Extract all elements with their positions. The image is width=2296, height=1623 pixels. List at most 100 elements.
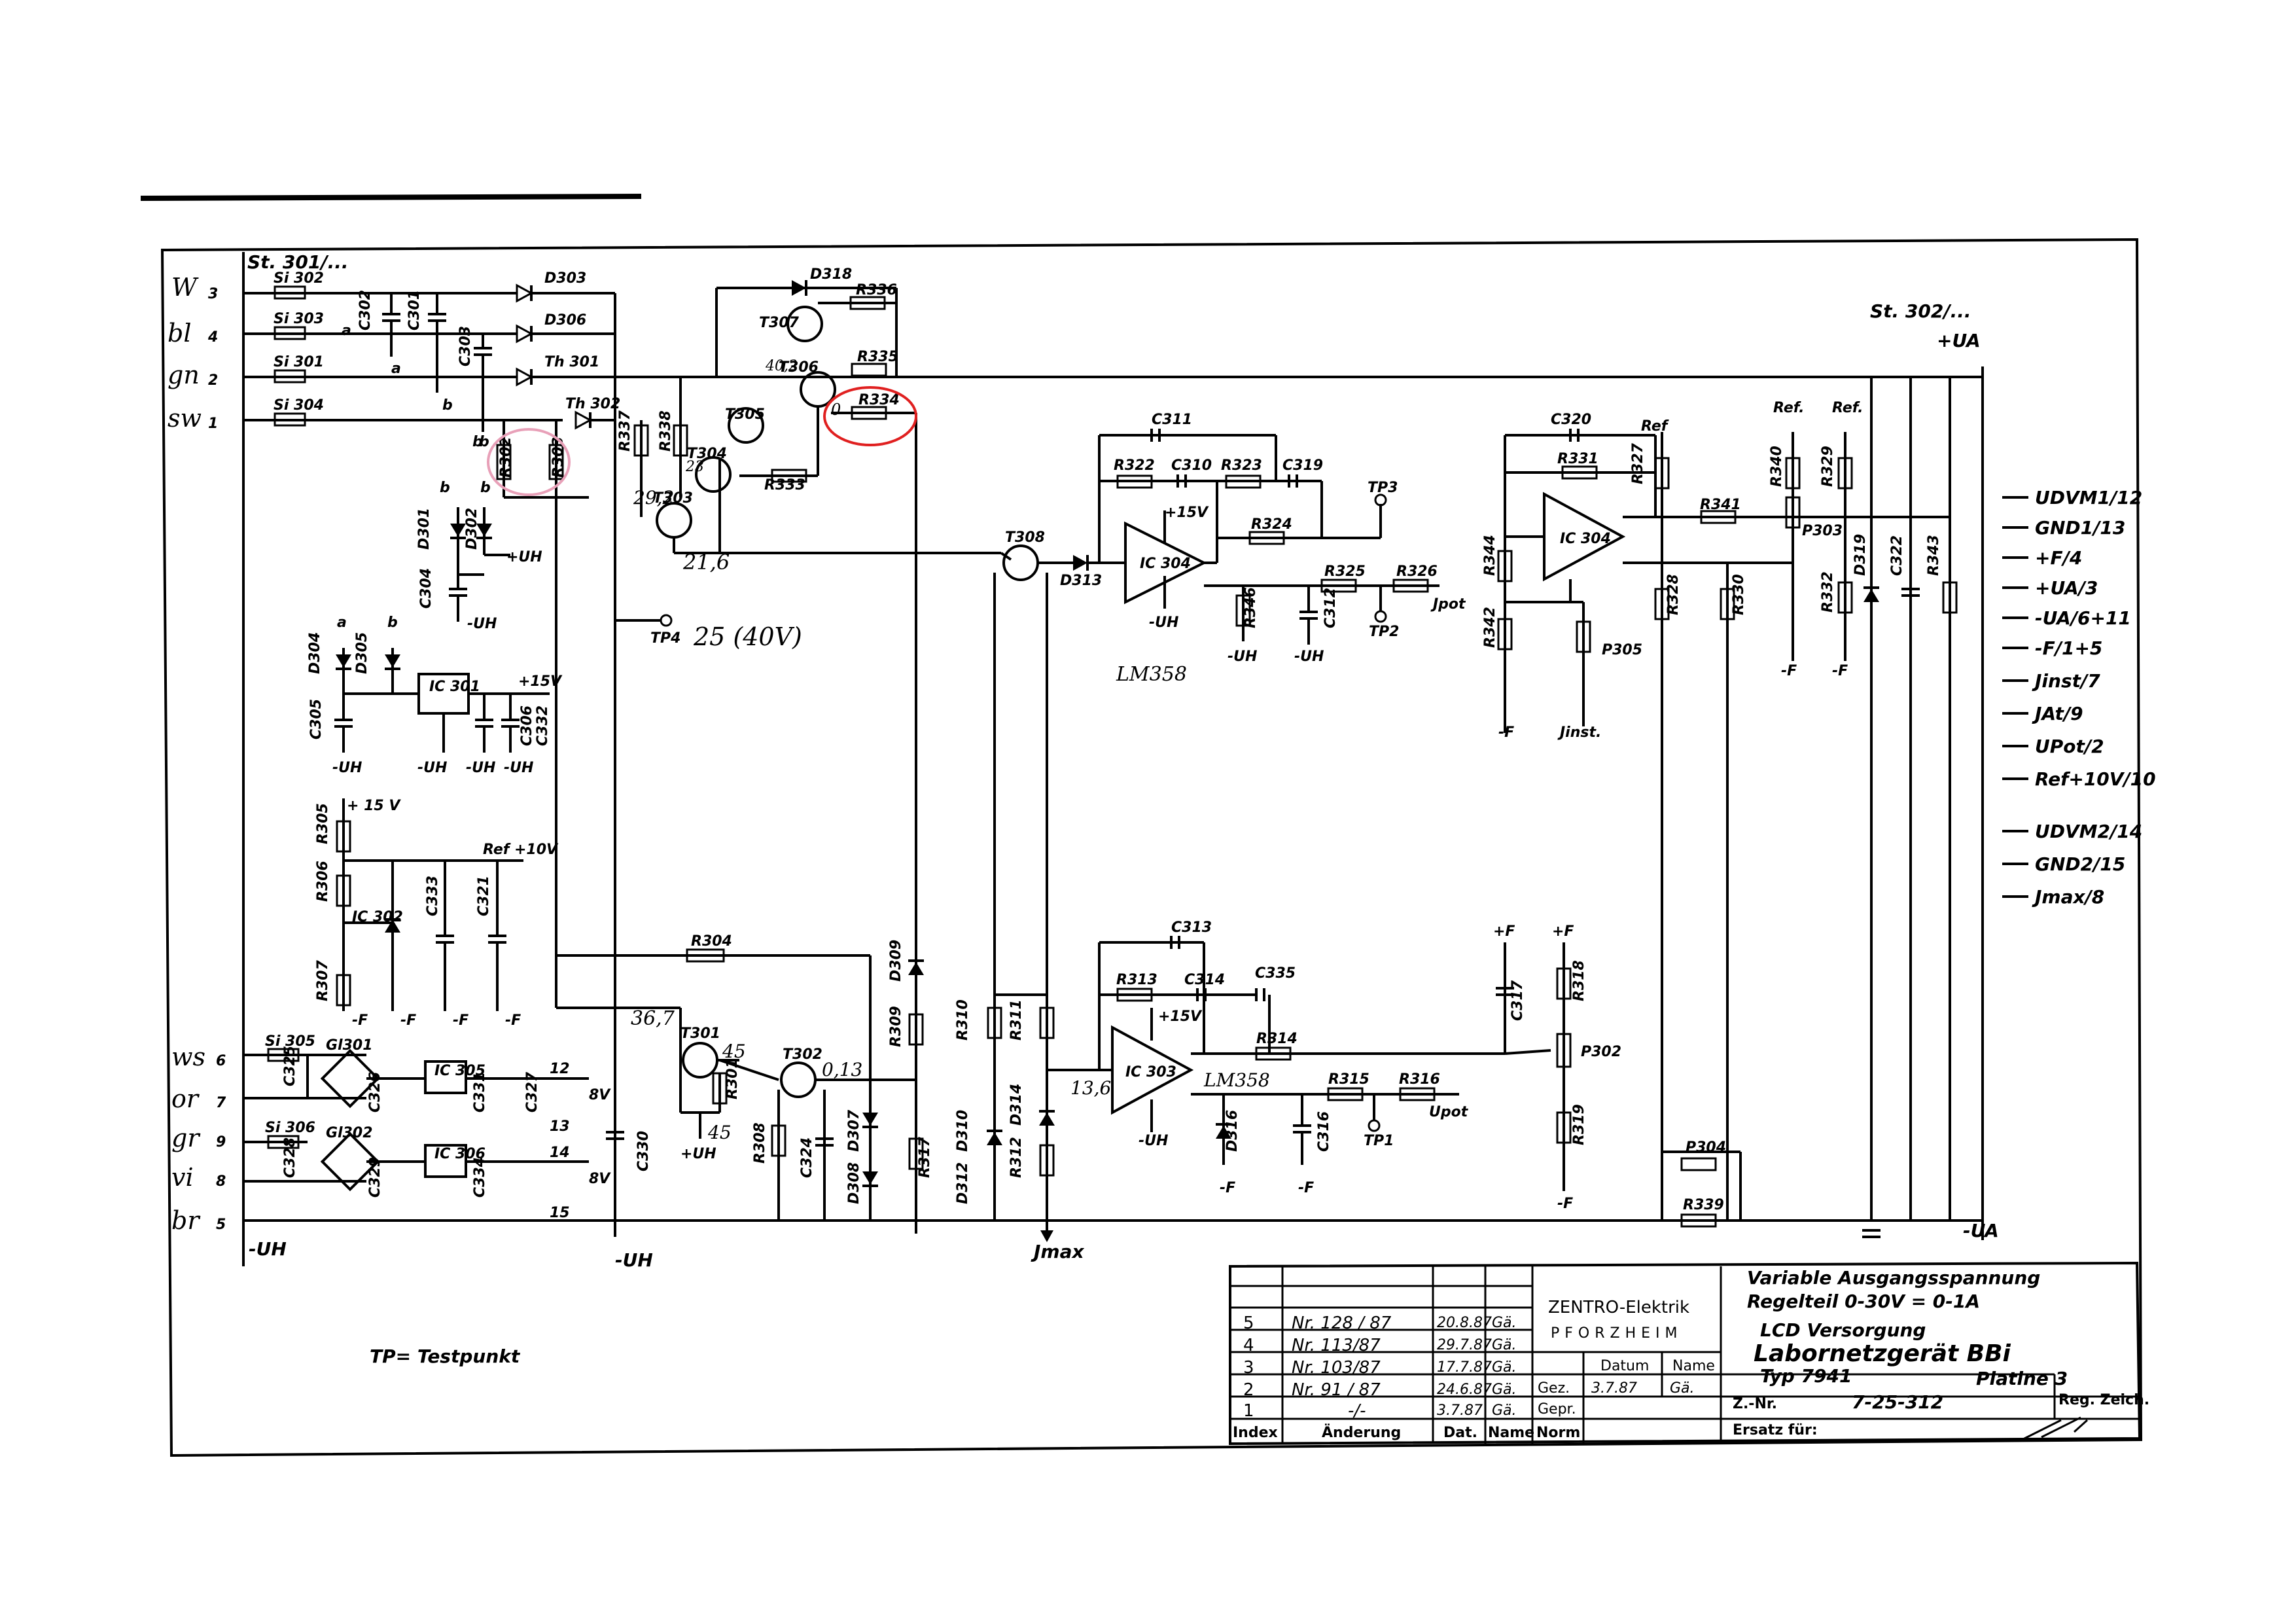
rev-change: Nr. 103/87 — [1292, 1358, 1381, 1378]
res-label: R322 — [1114, 457, 1155, 474]
minus-f: -F — [1557, 1196, 1573, 1212]
res-label: R330 — [1731, 574, 1747, 615]
minus-uh: -UH — [1294, 649, 1324, 665]
thyristor-label: Th 301 — [544, 354, 599, 370]
pin-15: 15 — [550, 1205, 570, 1221]
v8-label: 8V — [589, 1087, 611, 1103]
cap-label: C327 — [524, 1071, 540, 1113]
diode-label: D313 — [1060, 573, 1102, 589]
res-label: R331 — [1557, 451, 1598, 467]
minus-uh: -UH — [417, 760, 447, 776]
diode-label: D314 — [1008, 1084, 1025, 1126]
res-label: R329 — [1820, 446, 1836, 487]
diode-label: D305 — [354, 632, 370, 674]
minus-uh: -UH — [1139, 1133, 1168, 1149]
res-label: R326 — [1396, 563, 1438, 580]
ref-10v: Ref +10V — [483, 842, 559, 858]
minus-f: -F — [453, 1012, 468, 1029]
ic-label: IC 303 — [1125, 1064, 1176, 1080]
net-b: b — [387, 615, 398, 631]
rev-date: 24.6.87 — [1437, 1382, 1492, 1398]
connector-right-label: St. 302/... — [1870, 300, 1971, 322]
transistor-label: T304 — [687, 446, 727, 462]
rev-name: Gä. — [1492, 1337, 1517, 1353]
res-label: R323 — [1221, 457, 1262, 474]
handwritten-lm358: LM358 — [1116, 663, 1187, 686]
minus-f: -F — [1220, 1180, 1235, 1196]
ic303-lower: IC 303 R310 R311 D310 D312 D314 — [955, 919, 1505, 1204]
col-name: Name — [1488, 1425, 1534, 1441]
handwritten-v216: 21,6 — [682, 550, 730, 575]
right-pin-label: Jinst/7 — [2032, 670, 2100, 692]
plus-uh: +UH — [680, 1146, 716, 1162]
cap-label: C304 — [418, 568, 434, 609]
t308-block: T308 D313 — [993, 529, 1125, 1237]
diode-label: D307 — [846, 1109, 862, 1152]
res-label: R316 — [1399, 1071, 1440, 1088]
cap-label: C317 — [1510, 980, 1526, 1021]
diode-label: D303 — [544, 270, 586, 287]
ic-label: IC 304 — [1140, 556, 1191, 572]
jinst-label: Jinst. — [1557, 724, 1601, 741]
diode-label: D306 — [544, 312, 586, 329]
pin-name: br — [171, 1206, 201, 1235]
res-label: R314 — [1256, 1031, 1298, 1047]
plus-ua: +UA — [1937, 330, 1981, 351]
diode-label: D312 — [955, 1162, 971, 1204]
rev-date: 17.7.87 — [1437, 1359, 1492, 1376]
handwritten-v367: 36,7 — [631, 1007, 675, 1030]
plus-15: +15V — [1158, 1008, 1203, 1025]
c307-block: C330 -UH — [606, 1131, 653, 1271]
pot-label: P304 — [1686, 1139, 1726, 1156]
net-b: b — [472, 434, 483, 450]
net-b: b — [440, 480, 450, 496]
cap-label: C324 — [799, 1137, 815, 1178]
pot-label: P305 — [1602, 642, 1642, 658]
handwritten-tp4: 25 (40V) — [693, 622, 802, 651]
v8-label: 8V — [589, 1171, 611, 1187]
gez-label: Gez. — [1538, 1380, 1570, 1397]
pin-name: gn — [168, 361, 200, 389]
tp-label: TP4 — [650, 630, 680, 647]
rev-change: Nr. 91 / 87 — [1292, 1380, 1381, 1400]
res-label: R339 — [1683, 1197, 1724, 1213]
pin-name: vi — [171, 1163, 194, 1192]
cap-label: C321 — [476, 876, 492, 916]
res-label: R341 — [1700, 497, 1741, 513]
transistor-label: T307 — [759, 315, 800, 331]
res-label: R328 — [1665, 574, 1682, 615]
cap-label: C305 — [308, 699, 325, 740]
title-line-2: Regelteil 0-30V = 0-1A — [1747, 1291, 1980, 1312]
tp-legend: TP= Testpunkt — [370, 1346, 521, 1367]
rev-change: Nr. 113/87 — [1292, 1336, 1381, 1355]
handwritten-v292: 29,2 — [633, 487, 674, 508]
net-b: b — [442, 397, 453, 414]
minus-uh: -UH — [1227, 649, 1257, 665]
cap-label: C303 — [457, 326, 474, 366]
title-line-3: LCD Versorgung — [1760, 1319, 1926, 1341]
pin-num: 6 — [216, 1053, 226, 1069]
res-label: R336 — [856, 282, 897, 298]
pin-num: 5 — [216, 1217, 226, 1233]
plus-uh: +UH — [506, 549, 542, 565]
minus-uh: -UH — [1149, 615, 1178, 631]
res-label: R333 — [764, 477, 805, 493]
col-change: Änderung — [1322, 1424, 1401, 1441]
minus-f: -F — [352, 1012, 368, 1029]
input-wires: Si 302 Si 303 Si 301 Si 304 — [243, 270, 563, 427]
minus-f: -F — [505, 1012, 521, 1029]
right-pin-label: UDVM1/12 — [2035, 487, 2142, 508]
pin-name: W — [171, 273, 199, 302]
res-label: R312 — [1008, 1137, 1025, 1178]
name-label: Name — [1672, 1358, 1715, 1374]
cap-label: C325 — [282, 1046, 298, 1086]
cap-label: C310 — [1171, 457, 1212, 474]
res-label: R307 — [315, 959, 331, 1001]
res-label-highlighted: R334 — [858, 392, 900, 408]
minus-uh: -UH — [332, 760, 362, 776]
res-label: R319 — [1571, 1104, 1587, 1145]
net-a: a — [342, 323, 351, 339]
pin-12: 12 — [550, 1061, 570, 1077]
right-pin-label: GND1/13 — [2035, 517, 2125, 539]
gez-date: 3.7.87 — [1591, 1380, 1637, 1397]
